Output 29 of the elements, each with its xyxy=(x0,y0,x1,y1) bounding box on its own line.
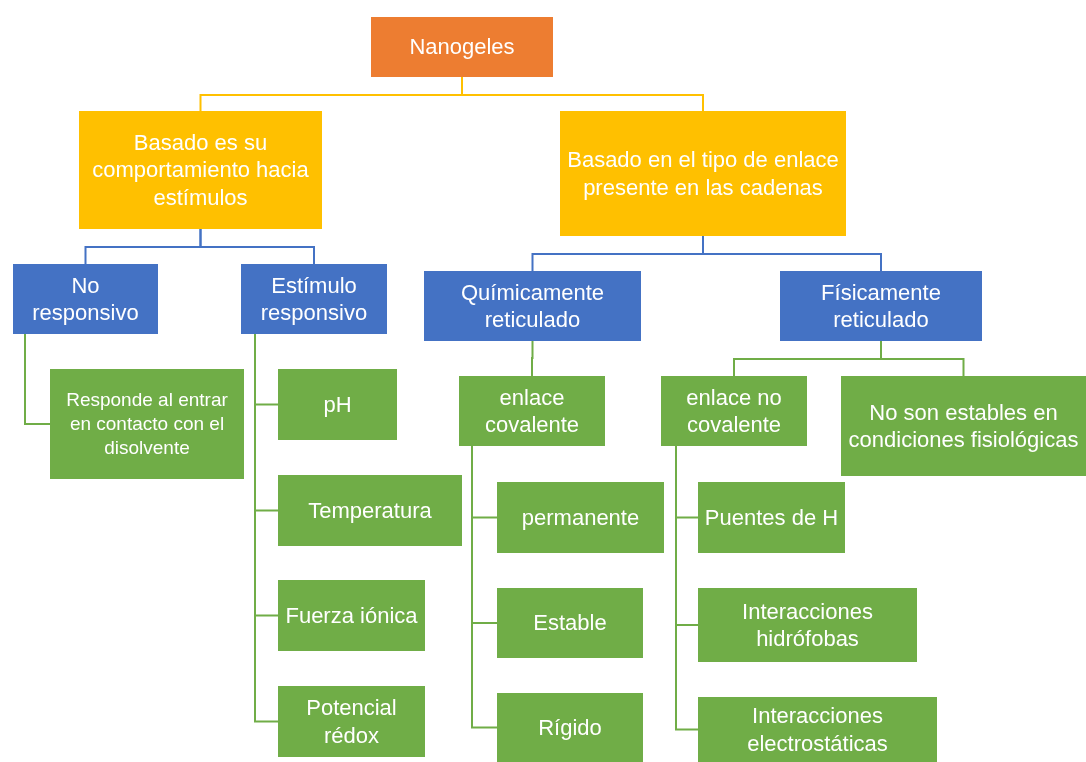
category-box: Estable xyxy=(497,588,643,658)
category-box: Nanogeles xyxy=(371,17,553,77)
category-box: Físicamente reticulado xyxy=(780,271,982,341)
category-box: permanente xyxy=(497,482,664,553)
connector-line xyxy=(880,340,965,377)
category-box: Químicamente reticulado xyxy=(424,271,641,341)
connector-line xyxy=(702,235,882,272)
connector-line xyxy=(24,333,51,425)
category-box: Interacciones hidrófobas xyxy=(698,588,917,662)
category-box: Basado es su comportamiento hacia estímulos xyxy=(79,111,322,229)
connector-line xyxy=(461,76,704,112)
category-box: pH xyxy=(278,369,397,440)
category-box: Interacciones electrostáticas xyxy=(698,697,937,762)
category-box: Fuerza iónica xyxy=(278,580,425,651)
category-box: enlace no covalente xyxy=(661,376,807,446)
category-box: enlace covalente xyxy=(459,376,605,446)
category-box: Estímulo responsivo xyxy=(241,264,387,334)
category-box: Puentes de H xyxy=(698,482,845,553)
category-box: Responde al entrar en contacto con el disolvente xyxy=(50,369,244,479)
category-box: No son estables en condiciones fisiológicas xyxy=(841,376,1086,476)
category-box: Rígido xyxy=(497,693,643,762)
category-box: No responsivo xyxy=(13,264,158,334)
connector-line xyxy=(531,340,534,377)
connector-line xyxy=(471,445,498,729)
category-box: Temperatura xyxy=(278,475,462,546)
connector-line xyxy=(675,445,699,731)
connector-line xyxy=(199,228,315,265)
category-box: Basado en el tipo de enlace presente en las cadenas xyxy=(560,111,846,236)
category-box: Potencial rédox xyxy=(278,686,425,757)
